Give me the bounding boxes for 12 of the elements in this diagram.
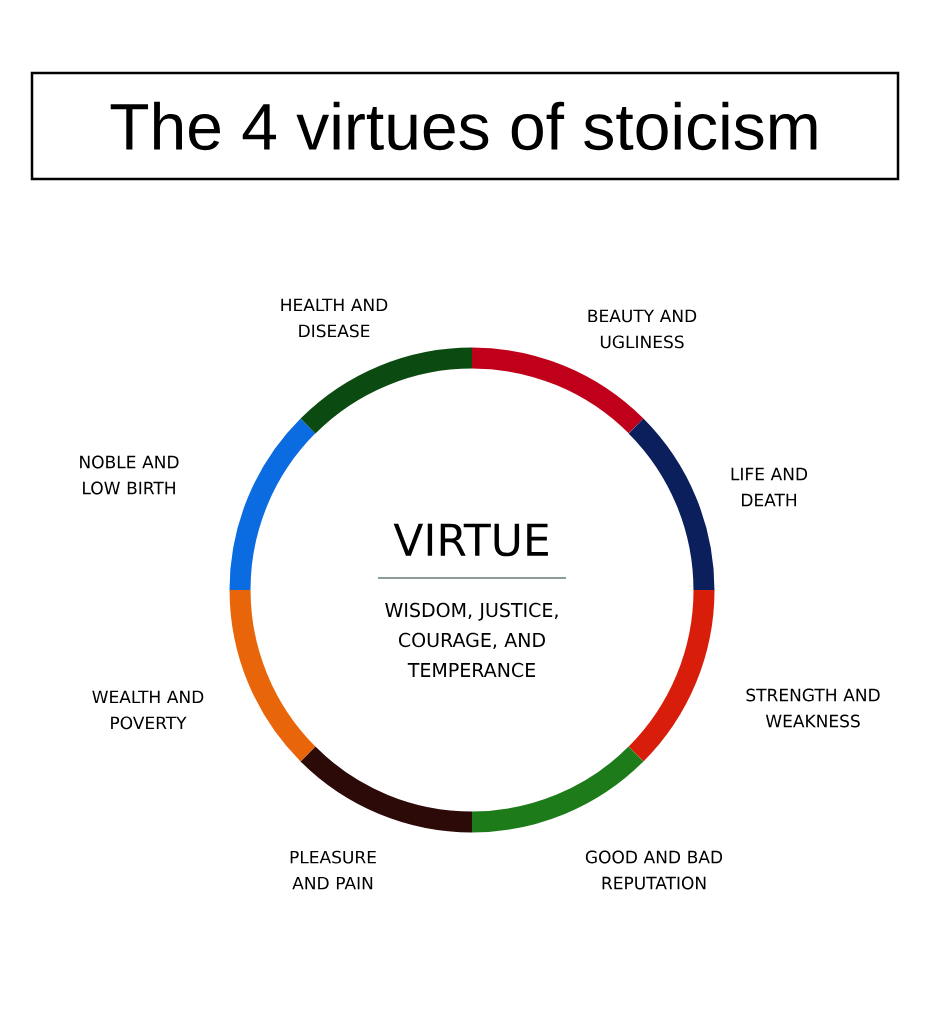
node-text: VIRTUE WISDOM, JUSTICE, COURAGE, AND TEMPERANCE (385, 523, 558, 678)
body-text: WISDOM, JUSTICE, COURAGE, AND TEMPERANCE (385, 602, 558, 678)
outer-label: NOBLE AND LOW BIRTH (80, 455, 179, 495)
outer-label: STRENGTH AND WEAKNESS (746, 688, 880, 728)
outer-label: WEALTH AND POVERTY (92, 690, 204, 730)
outer-label: HEALTH AND DISEASE (281, 298, 388, 338)
outer-label: GOOD AND BAD REPUTATION (585, 850, 723, 890)
outer-label: BEAUTY AND UGLINESS (588, 309, 697, 349)
outer-label: LIFE AND DEATH (731, 467, 808, 507)
heading: VIRTUE (393, 523, 548, 557)
title-box: The 4 virtues of stoicism (30, 71, 900, 181)
outer-label: PLEASURE AND PAIN (290, 850, 376, 890)
